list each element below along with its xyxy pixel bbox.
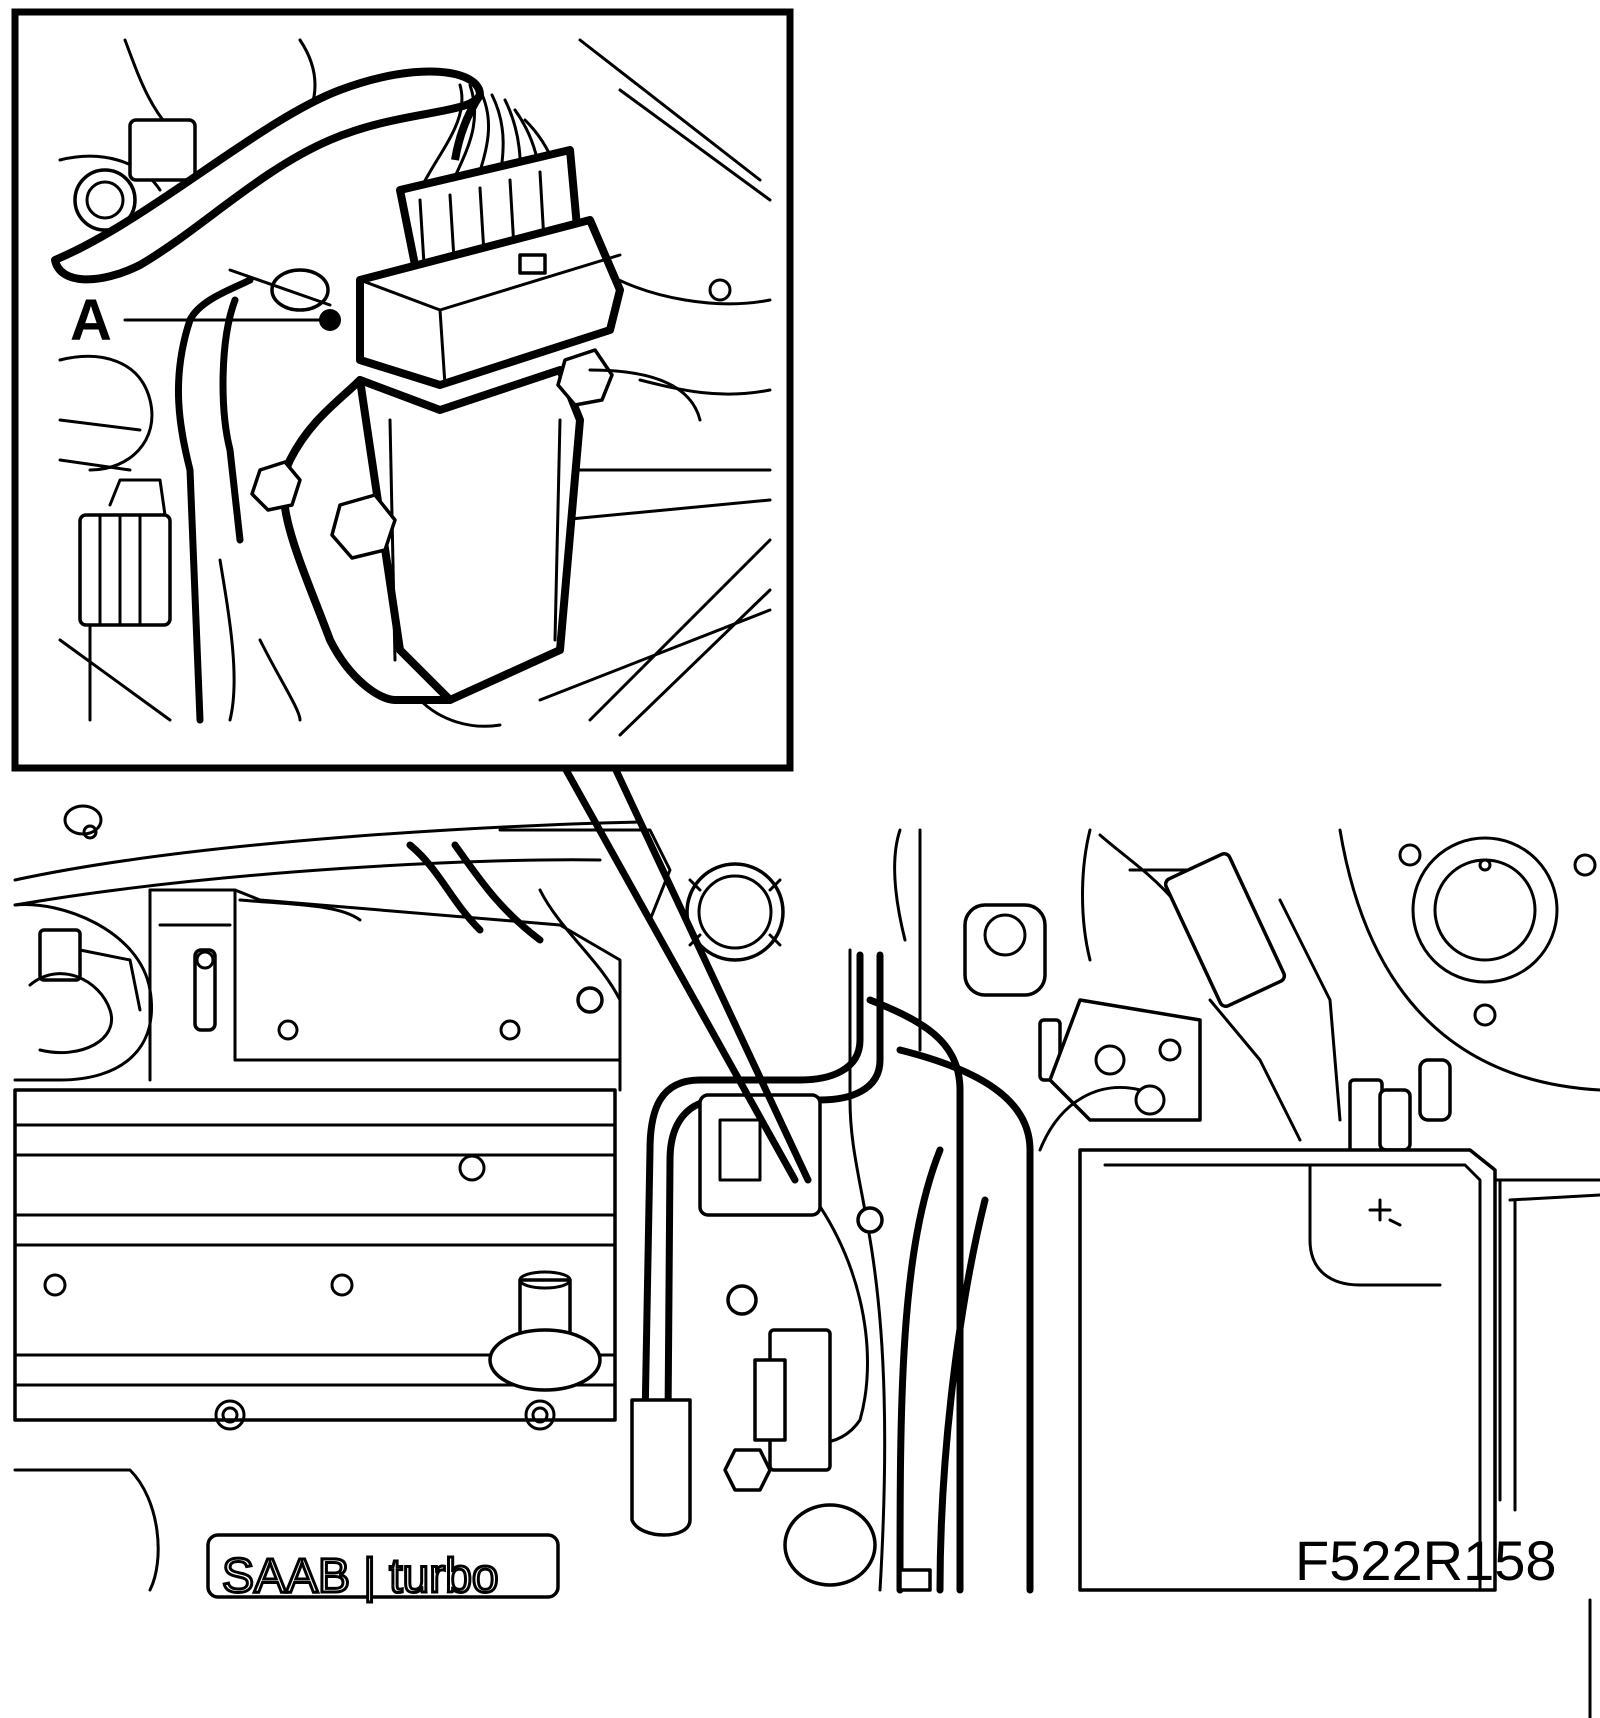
saab-turbo-logo: SAAB | turbo bbox=[13, 1468, 560, 1605]
sensor-body bbox=[250, 348, 702, 704]
zoom-leader-lines bbox=[561, 764, 812, 1184]
engine-cover bbox=[148, 888, 622, 1092]
coil-pack bbox=[893, 828, 1092, 1082]
callout-point-a bbox=[319, 309, 341, 331]
upper-hoses bbox=[406, 828, 672, 1014]
central-hoses bbox=[630, 948, 1034, 1594]
sensor-location bbox=[698, 1093, 932, 1592]
reservoir-cap bbox=[685, 862, 785, 962]
side-connector bbox=[78, 478, 172, 627]
figure-code: F522R158 bbox=[1295, 1529, 1557, 1592]
strut-tower bbox=[1338, 828, 1600, 1152]
battery-box bbox=[1078, 1148, 1600, 1718]
engine-bay-overview: SAAB | turbo bbox=[13, 804, 1600, 1718]
detail-inset: A bbox=[11, 8, 794, 772]
callout-label-a: A bbox=[70, 288, 112, 353]
bolt-center bbox=[330, 493, 397, 560]
left-component bbox=[13, 902, 153, 1082]
valve-cover bbox=[13, 1088, 617, 1431]
bolt-right bbox=[556, 348, 614, 407]
logo-text: SAAB | turbo bbox=[222, 1550, 499, 1603]
bolt-left bbox=[250, 460, 302, 512]
connector-plug bbox=[356, 146, 624, 389]
callout-a: A bbox=[70, 288, 341, 353]
brake-lines bbox=[1038, 833, 1384, 1172]
